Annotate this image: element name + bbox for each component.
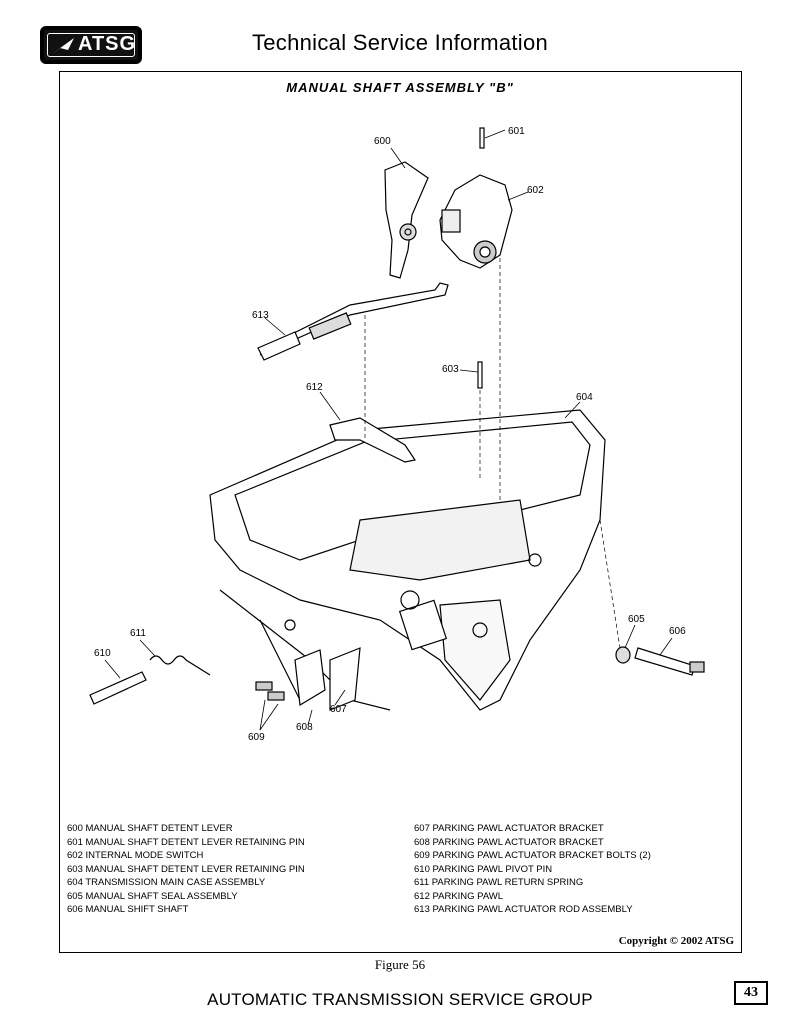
callout-604: 604 (576, 392, 593, 403)
actuator-rod-613 (257, 282, 449, 361)
legend-item: 604 TRANSMISSION MAIN CASE ASSEMBLY (67, 877, 266, 888)
callout-612: 612 (306, 382, 323, 393)
exploded-view-diagram: 600 601 602 603 604 605 606 607 608 609 … (89, 126, 705, 743)
callout-603: 603 (442, 364, 459, 375)
page-footer: AUTOMATIC TRANSMISSION SERVICE GROUP (207, 990, 593, 1009)
mode-switch-602 (439, 174, 513, 269)
leader-lines (104, 129, 673, 731)
callout-607: 607 (330, 704, 347, 715)
figure-caption: Figure 56 (374, 957, 426, 972)
logo-text: ATSG (78, 33, 137, 55)
atsg-logo: ATSG (40, 26, 142, 64)
legend-item: 608 PARKING PAWL ACTUATOR BRACKET (414, 836, 604, 848)
detent-lever-600 (384, 161, 429, 279)
legend-item: 607 PARKING PAWL ACTUATOR BRACKET (414, 823, 604, 834)
parking-pawl-612 (329, 417, 416, 463)
legend-item: 609 PARKING PAWL ACTUATOR BRACKET BOLTS … (414, 850, 651, 861)
callout-602: 602 (527, 185, 544, 196)
bracket-607 (329, 647, 361, 711)
bracket-608 (294, 649, 326, 706)
legend-item: 602 INTERNAL MODE SWITCH (67, 850, 204, 861)
callout-611: 611 (130, 628, 146, 639)
callout-609: 609 (248, 732, 265, 743)
shaft-606 (615, 646, 705, 676)
legend-right: 607 PARKING PAWL ACTUATOR BRACKET 608 PA… (414, 822, 651, 917)
figure-frame (59, 71, 742, 953)
page-number: 43 (734, 981, 768, 1005)
pin-603 (477, 361, 483, 389)
callout-600: 600 (374, 136, 391, 147)
figure-title: MANUAL SHAFT ASSEMBLY "B" (286, 80, 514, 95)
legend-item: 601 MANUAL SHAFT DETENT LEVER RETAINING … (67, 836, 305, 848)
callout-606: 606 (669, 626, 686, 637)
assembly-guide-lines (364, 258, 621, 649)
callout-613: 613 (252, 310, 269, 321)
legend-left: 600 MANUAL SHAFT DETENT LEVER 601 MANUAL… (67, 822, 305, 917)
copyright-notice: Copyright © 2002 ATSG (618, 935, 734, 947)
callout-608: 608 (296, 722, 313, 733)
legend-item: 610 PARKING PAWL PIVOT PIN (414, 863, 553, 875)
legend-item: 612 PARKING PAWL (414, 890, 504, 902)
legend-item: 605 MANUAL SHAFT SEAL ASSEMBLY (67, 890, 238, 902)
legend-item: 600 MANUAL SHAFT DETENT LEVER (67, 823, 233, 834)
arrow-logo-icon (52, 38, 74, 54)
legend-item: 603 MANUAL SHAFT DETENT LEVER RETAINING … (67, 863, 305, 875)
legend-item: 613 PARKING PAWL ACTUATOR ROD ASSEMBLY (414, 904, 633, 915)
callout-601: 601 (508, 126, 525, 137)
pin-601 (479, 127, 485, 149)
logo-border (47, 33, 135, 57)
bolts-609 (255, 681, 285, 701)
legend-item: 611 PARKING PAWL RETURN SPRING (414, 877, 584, 888)
pivot-pin-610 (89, 671, 147, 705)
main-case-604 (209, 409, 606, 711)
spring-611 (149, 655, 211, 676)
legend-item: 606 MANUAL SHIFT SHAFT (67, 904, 189, 915)
callout-605: 605 (628, 614, 645, 625)
callout-610: 610 (94, 648, 111, 659)
page-header-title: Technical Service Information (251, 30, 549, 55)
